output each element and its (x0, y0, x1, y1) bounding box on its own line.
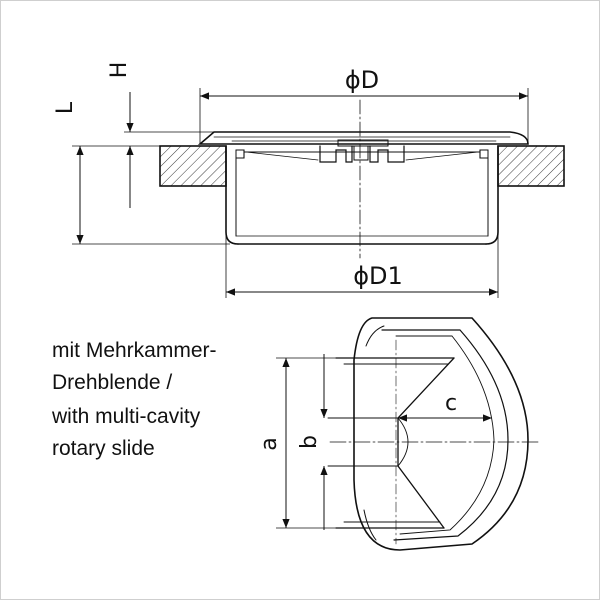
panel-left (159, 145, 227, 187)
dimension-h-l (72, 92, 230, 245)
label-c: c (445, 391, 457, 416)
label-l: L (53, 101, 78, 114)
dimension-d1 (225, 186, 499, 298)
flange (197, 131, 529, 145)
slide-inner-arc (381, 329, 509, 541)
v-notch (397, 357, 455, 529)
dimension-d (199, 88, 529, 144)
cross-section-view (159, 99, 565, 259)
slide-outer-outline (353, 317, 529, 551)
label-a: a (257, 437, 282, 450)
caption-line-4: rotary slide (52, 437, 155, 460)
panel-right (497, 145, 565, 187)
caption-line-3: with multi-cavity (52, 405, 201, 428)
rotary-slide-detail (327, 317, 541, 551)
dimension-a-b-c (276, 354, 492, 530)
rotary-slide-hub (319, 145, 353, 163)
label-h: H (107, 62, 132, 79)
label-d: ϕD (345, 66, 379, 94)
label-d1: ϕD1 (353, 262, 403, 290)
caption-line-2: Drehblende / (52, 371, 173, 394)
label-b: b (297, 435, 322, 449)
caption-line-1: mit Mehrkammer- (52, 339, 217, 362)
